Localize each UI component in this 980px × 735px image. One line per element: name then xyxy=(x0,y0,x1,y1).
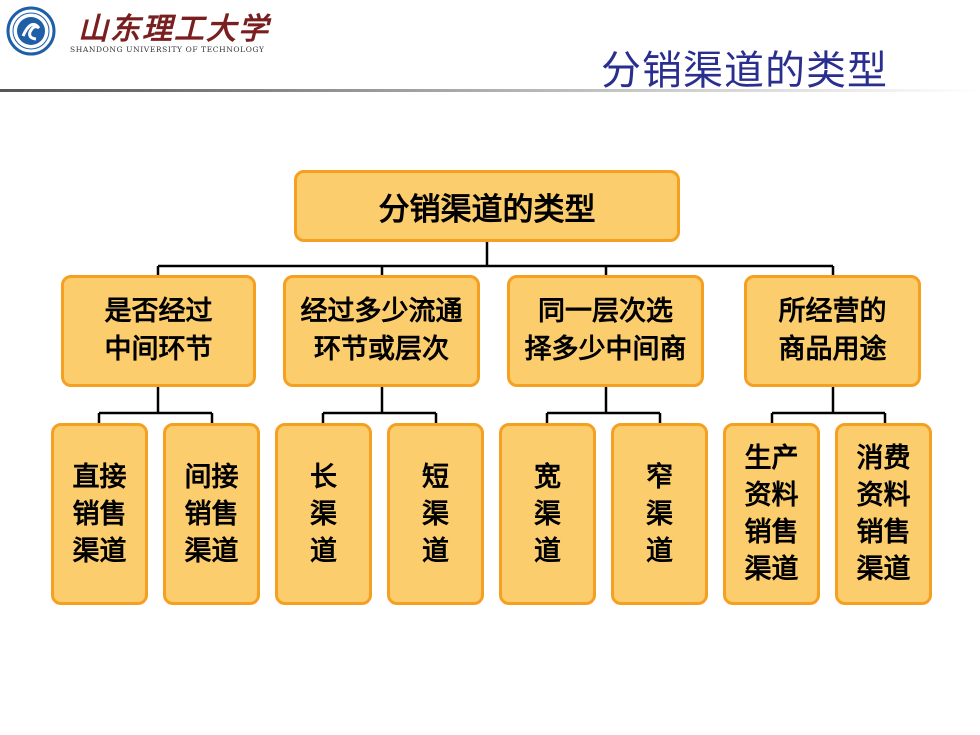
leaf-node-wide: 宽 渠 道 xyxy=(499,423,596,605)
slide-title: 分销渠道的类型 xyxy=(601,48,888,94)
category-node-levels: 经过多少流通 环节或层次 xyxy=(283,275,480,387)
category-node-goods-use: 所经营的 商品用途 xyxy=(744,275,921,387)
leaf-node-short: 短 渠 道 xyxy=(387,423,484,605)
university-emblem-icon xyxy=(6,6,56,56)
leaf-node-indirect: 间接 销售 渠道 xyxy=(163,423,260,605)
slide-header: 山东理工大学 SHANDONG UNIVERSITY OF TECHNOLOGY… xyxy=(0,0,980,100)
leaf-node-direct: 直接 销售 渠道 xyxy=(51,423,148,605)
university-name-cn: 山东理工大学 xyxy=(78,12,270,47)
category-node-width: 同一层次选 择多少中间商 xyxy=(507,275,704,387)
root-node: 分销渠道的类型 xyxy=(294,170,680,242)
leaf-node-narrow: 窄 渠 道 xyxy=(611,423,708,605)
header-divider xyxy=(0,89,980,92)
leaf-node-consumer-goods: 消费 资料 销售 渠道 xyxy=(835,423,932,605)
category-node-intermediary: 是否经过 中间环节 xyxy=(61,275,256,387)
leaf-node-producer-goods: 生产 资料 销售 渠道 xyxy=(723,423,820,605)
leaf-node-long: 长 渠 道 xyxy=(275,423,372,605)
university-name-en: SHANDONG UNIVERSITY OF TECHNOLOGY xyxy=(70,45,265,54)
